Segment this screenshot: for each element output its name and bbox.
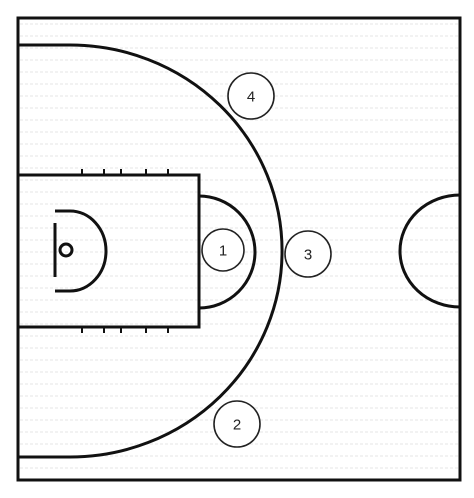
player-3-label: 3: [304, 247, 312, 264]
player-1: 1: [201, 228, 245, 272]
rim: [58, 242, 74, 258]
lane-hash-marks: [81, 169, 169, 333]
player-3: 3: [284, 230, 332, 278]
free-throw-circle: [198, 194, 257, 310]
free-throw-lane: [16, 173, 201, 329]
player-2: 2: [213, 400, 261, 448]
player-4: 4: [227, 72, 275, 120]
player-1-marker: [201, 228, 245, 272]
player-3-marker: [284, 230, 332, 278]
player-1-label: 1: [219, 243, 227, 260]
player-2-label: 2: [233, 417, 241, 434]
player-4-marker: [227, 72, 275, 120]
three-point-arc: [18, 43, 284, 459]
player-4-label: 4: [247, 89, 255, 106]
restricted-area-arc: [55, 209, 108, 293]
center-circle: [398, 193, 461, 309]
floor-stripes: [20, 23, 458, 469]
player-2-marker: [213, 400, 261, 448]
